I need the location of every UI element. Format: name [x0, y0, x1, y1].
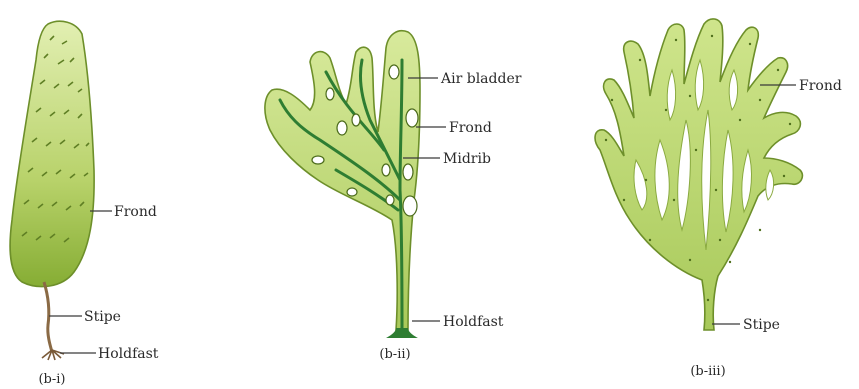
figure-b-i: Frond Stipe Holdfast (b-i) — [10, 21, 159, 387]
label-air-bladder: Air bladder — [440, 71, 522, 87]
caption-b-i: (b-i) — [38, 372, 65, 387]
figure-b-ii: Air bladder Frond Midrib Holdfast (b-ii) — [265, 31, 522, 362]
figure-b-iii: Frond Stipe (b-iii) — [595, 19, 842, 379]
label-stipe-b-iii: Stipe — [743, 317, 780, 333]
caption-b-iii: (b-iii) — [690, 364, 725, 379]
label-holdfast-b-i: Holdfast — [98, 346, 159, 362]
label-holdfast-b-ii: Holdfast — [443, 314, 504, 330]
label-frond-b-i: Frond — [114, 204, 157, 220]
label-stipe-b-i: Stipe — [84, 309, 121, 325]
label-frond-b-iii: Frond — [799, 78, 842, 94]
laminaria-holdfast — [42, 350, 64, 360]
laminaria-stipe — [44, 282, 52, 352]
laminaria-frond — [10, 21, 94, 286]
fucus-holdfast — [386, 328, 418, 338]
caption-b-ii: (b-ii) — [379, 347, 410, 362]
label-midrib: Midrib — [443, 151, 491, 167]
label-frond-b-ii: Frond — [449, 120, 492, 136]
